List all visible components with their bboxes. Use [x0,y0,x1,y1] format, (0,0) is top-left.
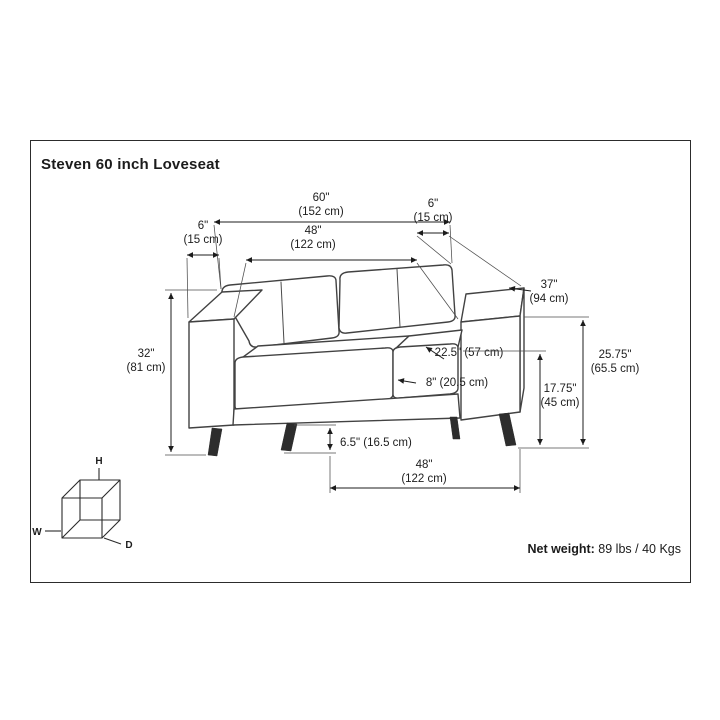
depth-axis-line [103,537,122,545]
dim-seat-cushion-thickness: 8" (20.5 cm) [397,377,488,389]
extension-line [449,224,453,264]
dim-leg-span: 48" (122 cm) [329,449,521,493]
net-weight-value: 89 lbs / 40 Kgs [594,542,681,556]
leg-height-label: 6.5" (16.5 cm) [340,437,412,449]
cube-edges [61,479,121,539]
dim-leg-height: 6.5" (16.5 cm) [284,424,412,454]
leader-arrow [397,378,417,384]
left-arm-width-inches-label: 6" [198,220,208,232]
leg-span-cm-label: (122 cm) [401,473,447,485]
leg-back-right [449,416,461,440]
dim-arm-height: 25.75" (65.5 cm) [518,316,640,449]
height-axis-label: H [95,456,102,467]
left-arm-width-cm-label: (15 cm) [184,234,223,246]
base-rail [232,393,461,426]
leader-arrow [425,346,445,360]
axis-cube-icon: H W D [32,456,132,551]
right-arm-width-inches-label: 6" [428,198,438,210]
overall-width-cm-label: (152 cm) [298,206,344,218]
leg-front-left-under-arm [207,427,223,457]
extension-line [416,262,459,320]
back-cushion-seam-right [396,268,401,328]
arm-height-cm-label: (65.5 cm) [591,363,640,375]
dim-seat-depth: 22.5" (57 cm) [425,346,504,360]
loveseat-drawing [188,264,525,457]
leg-front-middle [280,422,298,452]
dim-left-arm-width: 6" (15 cm) [184,220,223,319]
dim-inner-width: 48" (122 cm) [233,225,459,320]
leg-front-right [498,412,517,447]
extension-line [218,257,222,290]
net-weight-label: Net weight: [527,542,595,556]
back-cushion-seam-left [280,281,285,344]
depth-axis-label: D [125,540,132,551]
overall-height-inches-label: 32" [138,348,155,360]
inner-width-inches-label: 48" [305,225,322,237]
seat-height-inches-label: 17.75" [544,383,577,395]
leader-arrow [508,285,532,292]
width-axis-label: W [32,527,42,538]
overall-depth-inches-label: 37" [541,279,558,291]
leg-span-inches-label: 48" [416,459,433,471]
right-arm-front [460,315,521,421]
dim-seat-height: 17.75" (45 cm) [463,350,580,445]
seat-height-cm-label: (45 cm) [541,397,580,409]
right-arm-width-cm-label: (15 cm) [414,212,453,224]
extension-line [186,257,189,319]
extension-line [233,262,247,318]
overall-depth-cm-label: (94 cm) [530,293,569,305]
left-arm-front [188,318,235,429]
seat-depth-label: 22.5" (57 cm) [435,347,504,359]
page-title: Steven 60 inch Loveseat [41,156,220,173]
overall-height-cm-label: (81 cm) [127,362,166,374]
net-weight: Net weight: 89 lbs / 40 Kgs [527,542,681,556]
dim-overall-height: 32" (81 cm) [127,289,217,456]
dim-right-arm-width: 6" (15 cm) [414,198,522,287]
arm-height-inches-label: 25.75" [599,349,632,361]
overall-width-inches-label: 60" [313,192,330,204]
seat-cushion-thickness-label: 8" (20.5 cm) [426,377,488,389]
inner-width-cm-label: (122 cm) [290,239,336,251]
dim-overall-depth: 37" (94 cm) [508,279,569,305]
extension-line [448,235,522,287]
extension-line [416,235,452,265]
